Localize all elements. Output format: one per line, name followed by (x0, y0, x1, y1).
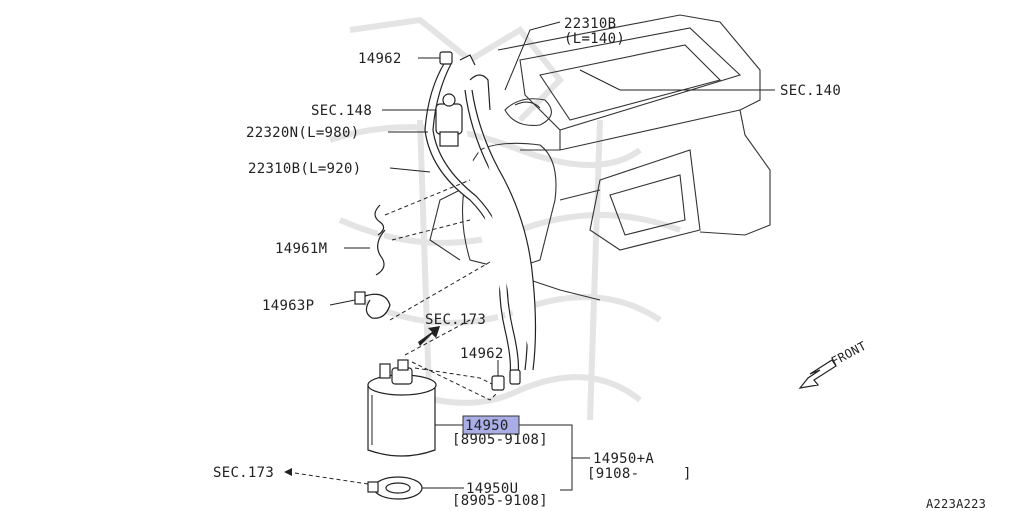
sec173-arrow-icon (418, 326, 440, 346)
label-22310b-top[interactable]: 22310B (564, 16, 616, 32)
label-14950[interactable]: 14950 (465, 418, 509, 434)
label-22310b-top-length: (L=140) (564, 31, 625, 47)
label-14950-range: [8905-9108] (452, 432, 548, 448)
label-14950a-range: [9108- ] (587, 466, 692, 482)
canister-14950 (367, 359, 437, 457)
label-sec148[interactable]: SEC.148 (311, 103, 372, 119)
diagram-id: A223A223 (926, 497, 986, 511)
label-14962-top[interactable]: 14962 (358, 51, 402, 67)
label-sec173-upper[interactable]: SEC.173 (425, 312, 486, 328)
clip-14963p (354, 291, 391, 319)
label-14950u[interactable]: 14950U (466, 481, 518, 497)
cap-14950u (367, 476, 423, 500)
label-22310b-mid[interactable]: 22310B(L=920) (248, 161, 361, 177)
label-14962-low[interactable]: 14962 (460, 346, 504, 362)
label-sec173-lower[interactable]: SEC.173 (213, 465, 274, 481)
leader-lines (284, 21, 775, 491)
label-14950a[interactable]: 14950+A (593, 451, 654, 467)
label-sec140[interactable]: SEC.140 (780, 83, 841, 99)
front-arrow-icon (798, 359, 837, 389)
label-22320n[interactable]: 22320N(L=980) (246, 125, 359, 141)
label-14961m[interactable]: 14961M (275, 241, 327, 257)
connector-14962-top (439, 51, 453, 65)
label-front: FRONT (829, 339, 869, 369)
engine-block (429, 14, 771, 301)
label-14950u-range: [8905-9108] (452, 493, 548, 509)
connector-14962-low (491, 369, 521, 391)
highlight-14950 (462, 415, 520, 435)
spring-14961m (374, 204, 386, 276)
label-14963p[interactable]: 14963P (262, 298, 314, 314)
purge-valve (435, 93, 463, 147)
